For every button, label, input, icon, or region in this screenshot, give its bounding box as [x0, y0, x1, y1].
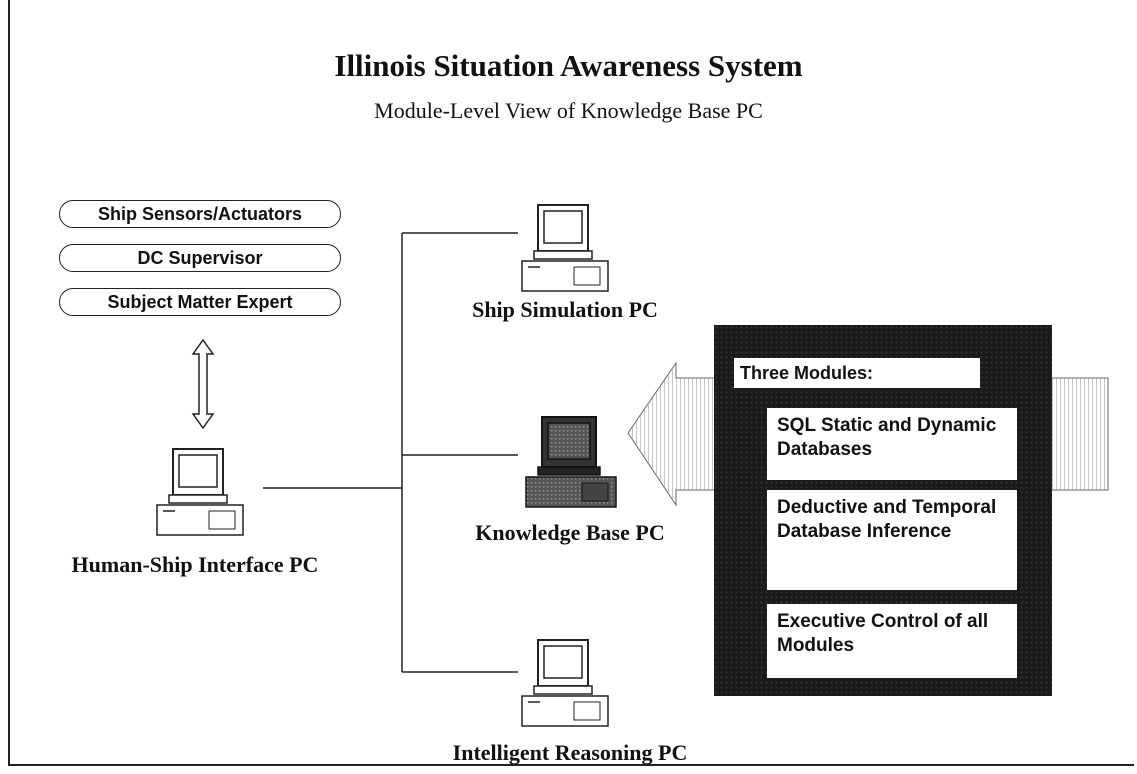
- slide-frame: [8, 0, 1134, 766]
- computer-icon: [521, 639, 609, 727]
- computer-icon: [525, 416, 617, 508]
- module-deductive-inference: Deductive and Temporal Database Inferenc…: [767, 490, 1017, 590]
- module-executive-control: Executive Control of all Modules: [767, 604, 1017, 678]
- knowledge-base-pc-label: Knowledge Base PC: [475, 520, 665, 545]
- computer-icon: [521, 204, 609, 292]
- double-arrow-icon: [191, 338, 215, 430]
- diagram-title: Illinois Situation Awareness System: [334, 48, 803, 83]
- module-sql-databases: SQL Static and Dynamic Databases: [767, 408, 1017, 480]
- diagram-subtitle: Module-Level View of Knowledge Base PC: [374, 98, 763, 123]
- external-entity-subject-matter-expert: Subject Matter Expert: [59, 288, 341, 316]
- ship-simulation-pc-label: Ship Simulation PC: [472, 297, 658, 322]
- external-entity-dc-supervisor: DC Supervisor: [59, 244, 341, 272]
- external-entity-ship-sensors: Ship Sensors/Actuators: [59, 200, 341, 228]
- human-ship-interface-pc-label: Human-Ship Interface PC: [71, 552, 319, 577]
- intelligent-reasoning-pc-label: Intelligent Reasoning PC: [452, 740, 688, 765]
- modules-heading: Three Modules:: [734, 358, 980, 388]
- computer-icon: [156, 448, 244, 536]
- network-bus: [263, 232, 518, 673]
